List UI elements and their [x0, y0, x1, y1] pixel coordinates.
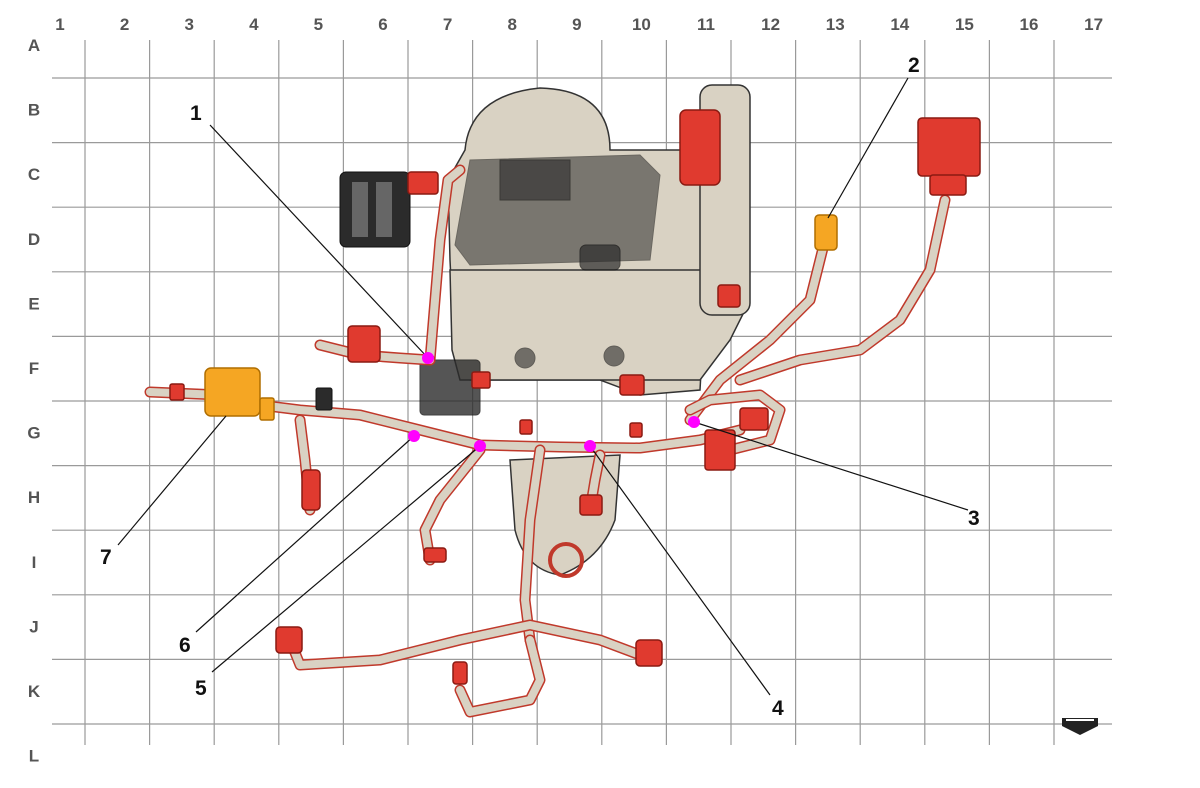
grid-column-label: 15 [955, 15, 974, 34]
grid-column-label: 6 [378, 15, 387, 34]
callout-labels: 1 2 3 4 5 6 7 [100, 54, 980, 720]
connector-f6 [347, 325, 381, 363]
grid-row-label: I [32, 553, 37, 572]
grid-column-label: 17 [1084, 15, 1103, 34]
connector-i9-ring [548, 542, 584, 578]
grid-column-label: 10 [632, 15, 651, 34]
connector-c7 [407, 171, 439, 195]
location-markers [408, 352, 700, 452]
grid-column-label: 9 [572, 15, 581, 34]
connectors [169, 109, 981, 685]
grid-column-label: 8 [507, 15, 516, 34]
grid-row-label: H [28, 488, 40, 507]
connector-g12 [739, 407, 769, 431]
grid-column-label: 12 [761, 15, 780, 34]
grid-row-labels: A B C D E F G H I J K L [27, 36, 40, 766]
marker-dot-4 [584, 440, 596, 452]
grid-row-label: E [28, 294, 39, 313]
connector-c15 [917, 117, 981, 177]
marker-dot-6 [408, 430, 420, 442]
grid-column-label: 3 [184, 15, 193, 34]
connector-j4 [275, 626, 303, 654]
marker-dot-1 [422, 352, 434, 364]
callout-5: 5 [195, 677, 207, 700]
grid-row-label: K [28, 682, 41, 701]
callout-4: 4 [772, 697, 784, 720]
grid-column-label: 14 [890, 15, 909, 34]
grid-row-label: C [28, 165, 40, 184]
callout-leaders [117, 77, 969, 696]
connector-k10 [635, 639, 663, 667]
grid-column-label: 16 [1020, 15, 1039, 34]
connector-i7 [423, 547, 447, 563]
connector-g11 [704, 429, 736, 471]
marker-dot-3 [688, 416, 700, 428]
grid-column-label: 7 [443, 15, 452, 34]
callout-7: 7 [100, 546, 112, 569]
connector-c15-boot [929, 174, 967, 196]
grid-column-label: 4 [249, 15, 259, 34]
grid-row-label: J [29, 617, 38, 636]
grid-row-label: G [27, 424, 40, 443]
grid-column-label: 5 [314, 15, 323, 34]
callout-3: 3 [968, 507, 980, 530]
connector-c11 [679, 109, 721, 186]
connector-e11 [717, 284, 741, 308]
callout-6: 6 [179, 634, 191, 657]
connector-d13-highlighted [814, 214, 838, 251]
wiring-harness [144, 164, 951, 718]
callout-1: 1 [190, 102, 202, 125]
grid-row-label: A [28, 36, 40, 55]
connector-h9 [579, 494, 603, 516]
callout-2: 2 [908, 54, 920, 77]
marker-dot-5 [474, 440, 486, 452]
connector-f10 [619, 374, 645, 396]
front-direction-arrow-icon [1062, 718, 1098, 735]
connector-h5 [301, 469, 321, 511]
grid-column-label: 1 [55, 15, 64, 34]
grid-row-label: L [29, 747, 39, 766]
grid-row-label: D [28, 230, 40, 249]
grid-column-label: 13 [826, 15, 845, 34]
grid-row-label: B [28, 101, 40, 120]
grid-row-label: F [29, 359, 39, 378]
grid-column-label: 11 [697, 15, 715, 34]
grid-column-label: 2 [120, 15, 129, 34]
connector-k7 [452, 661, 468, 685]
connector-f3-highlighted [204, 367, 261, 417]
